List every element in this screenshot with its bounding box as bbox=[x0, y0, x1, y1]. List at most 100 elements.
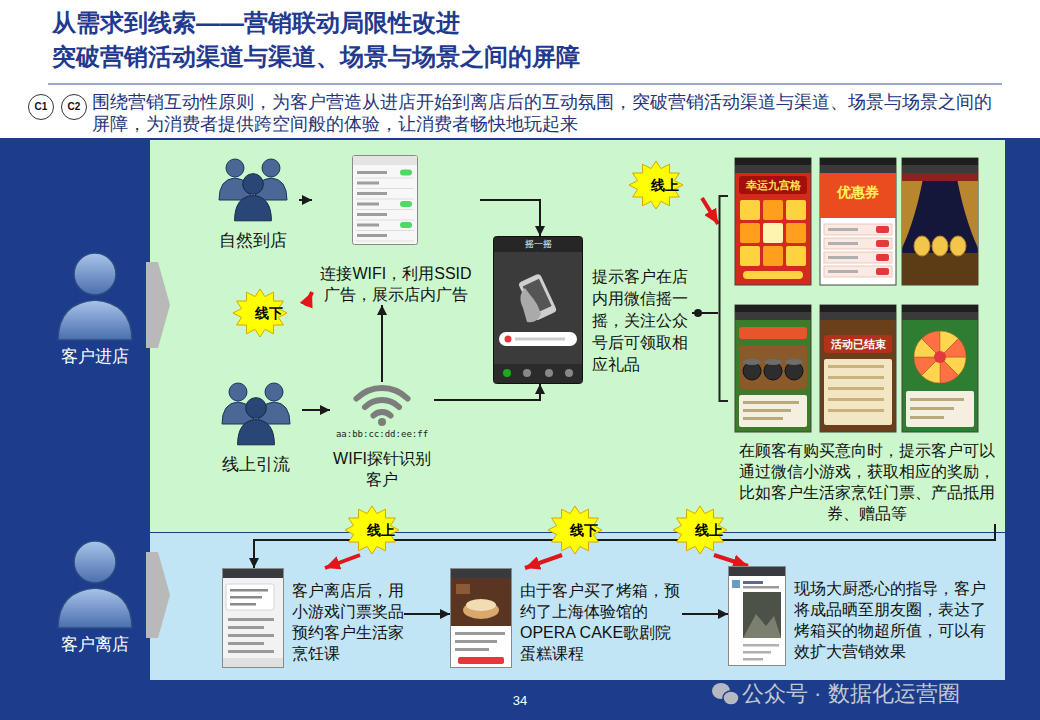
illustration-shape bbox=[743, 401, 799, 404]
screen-text: 幸运九宫格 bbox=[735, 176, 811, 194]
illustration-shape bbox=[58, 300, 132, 340]
node-caption: 提示客户在店内用微信摇一摇，关注公众号后可领取相应礼品 bbox=[592, 266, 692, 376]
illustration-shape bbox=[515, 338, 565, 341]
illustration-shape bbox=[828, 242, 858, 245]
illustration-shape bbox=[729, 567, 785, 576]
illustration-shape bbox=[230, 589, 268, 592]
illustration-shape bbox=[902, 305, 978, 432]
illustration-shape bbox=[740, 223, 760, 243]
flow-connector bbox=[302, 409, 330, 411]
illustration-shape bbox=[828, 376, 884, 379]
illustration-shape bbox=[950, 236, 966, 256]
illustration-shape bbox=[932, 236, 948, 256]
illustration-shape bbox=[876, 254, 889, 261]
wechat-icon bbox=[712, 683, 739, 705]
node-caption: 客户离店后，用小游戏门票奖品预约客户生活家烹饪课 bbox=[292, 580, 404, 664]
illustration-shape bbox=[876, 226, 889, 233]
illustration-shape bbox=[503, 369, 511, 377]
title-rule bbox=[48, 83, 1002, 85]
illustration-shape bbox=[720, 196, 729, 401]
illustration-shape bbox=[828, 387, 884, 390]
badge-text: C2 bbox=[62, 95, 86, 118]
illustration-shape bbox=[74, 541, 116, 583]
illustration-shape bbox=[743, 586, 779, 589]
illustration-shape bbox=[226, 584, 274, 610]
phone-screenshot bbox=[222, 568, 284, 668]
instore-panel bbox=[150, 140, 1005, 532]
illustration-shape bbox=[764, 359, 782, 365]
illustration-shape bbox=[455, 632, 505, 635]
flow-connector bbox=[299, 199, 312, 201]
shake-screen bbox=[493, 236, 583, 384]
illustration-shape bbox=[58, 588, 132, 628]
illustration-shape bbox=[520, 288, 541, 322]
illustration-shape bbox=[357, 388, 408, 399]
wifi-step: 连接WIFI，利用SSID广告，展示店内广告 bbox=[312, 155, 480, 305]
stage-label: 客户离店 bbox=[40, 634, 150, 656]
illustration-shape bbox=[456, 584, 470, 594]
illustration-shape bbox=[785, 359, 803, 365]
badge-circle: C2 bbox=[61, 94, 87, 120]
channel-badge: 线上 bbox=[628, 160, 702, 210]
stage-label: 客户进店 bbox=[40, 346, 150, 368]
illustration-shape bbox=[374, 412, 391, 416]
wifi-signal-icon bbox=[330, 382, 434, 428]
illustration-shape bbox=[820, 158, 896, 285]
illustration-shape bbox=[735, 165, 811, 173]
illustration-shape bbox=[910, 416, 944, 419]
illustration-shape bbox=[740, 246, 760, 266]
illustration-shape bbox=[378, 418, 386, 426]
illustration-shape bbox=[820, 173, 896, 218]
illustration-shape bbox=[357, 224, 379, 227]
channel-badge-text: 线上 bbox=[672, 505, 746, 555]
illustration-shape bbox=[902, 158, 978, 285]
illustration-shape bbox=[356, 199, 414, 200]
flow-connector bbox=[404, 613, 450, 615]
illustration-shape bbox=[466, 599, 496, 611]
illustration-shape bbox=[365, 400, 399, 407]
screen-text: 优惠券 bbox=[820, 182, 896, 202]
illustration-shape bbox=[223, 658, 283, 667]
illustration-shape bbox=[545, 369, 553, 377]
flow-connector bbox=[381, 305, 383, 382]
illustration-shape bbox=[739, 395, 807, 427]
illustration-shape bbox=[902, 305, 978, 312]
channel-arrow bbox=[306, 292, 312, 306]
illustration-shape bbox=[228, 634, 274, 637]
badge-text: C1 bbox=[29, 95, 53, 118]
illustration-shape bbox=[494, 237, 583, 384]
illustration-shape bbox=[743, 614, 781, 638]
illustration-shape bbox=[910, 398, 964, 401]
illustration-shape bbox=[505, 336, 512, 343]
node-caption: 自然到店 bbox=[207, 230, 299, 252]
customer-icon bbox=[58, 541, 132, 628]
channel-badge-text: 线下 bbox=[547, 505, 621, 555]
illustration-shape bbox=[451, 578, 511, 626]
illustration-shape bbox=[743, 581, 763, 584]
node-caption: 连接WIFI，利用SSID广告，展示店内广告 bbox=[312, 263, 480, 305]
channel-badge-text: 线上 bbox=[344, 505, 418, 555]
channel-arrow bbox=[525, 555, 562, 568]
channel-badge: 线上 bbox=[344, 505, 418, 555]
illustration-shape bbox=[902, 165, 978, 173]
stage-chevron bbox=[146, 552, 170, 638]
page-number: 34 bbox=[495, 693, 545, 709]
illustration-shape bbox=[902, 312, 978, 320]
illustration-shape bbox=[902, 253, 978, 285]
channel-arrow bbox=[325, 555, 360, 568]
illustration-shape bbox=[400, 222, 412, 228]
illustration-shape bbox=[786, 200, 806, 220]
illustration-shape bbox=[458, 657, 504, 664]
illustration-shape bbox=[223, 569, 283, 578]
wifi-probe: aa:bb:cc:dd:ee:ffWIFI探针识别客户 bbox=[330, 382, 434, 490]
illustration-shape bbox=[763, 223, 783, 243]
channel-badge: 线下 bbox=[547, 505, 621, 555]
illustration-shape bbox=[743, 359, 761, 365]
flow-connector bbox=[682, 613, 728, 615]
illustration-shape bbox=[934, 351, 946, 363]
illustration-shape bbox=[828, 228, 858, 231]
illustration-shape bbox=[743, 417, 783, 420]
illustration-shape bbox=[820, 158, 896, 165]
illustration-shape bbox=[356, 230, 414, 231]
